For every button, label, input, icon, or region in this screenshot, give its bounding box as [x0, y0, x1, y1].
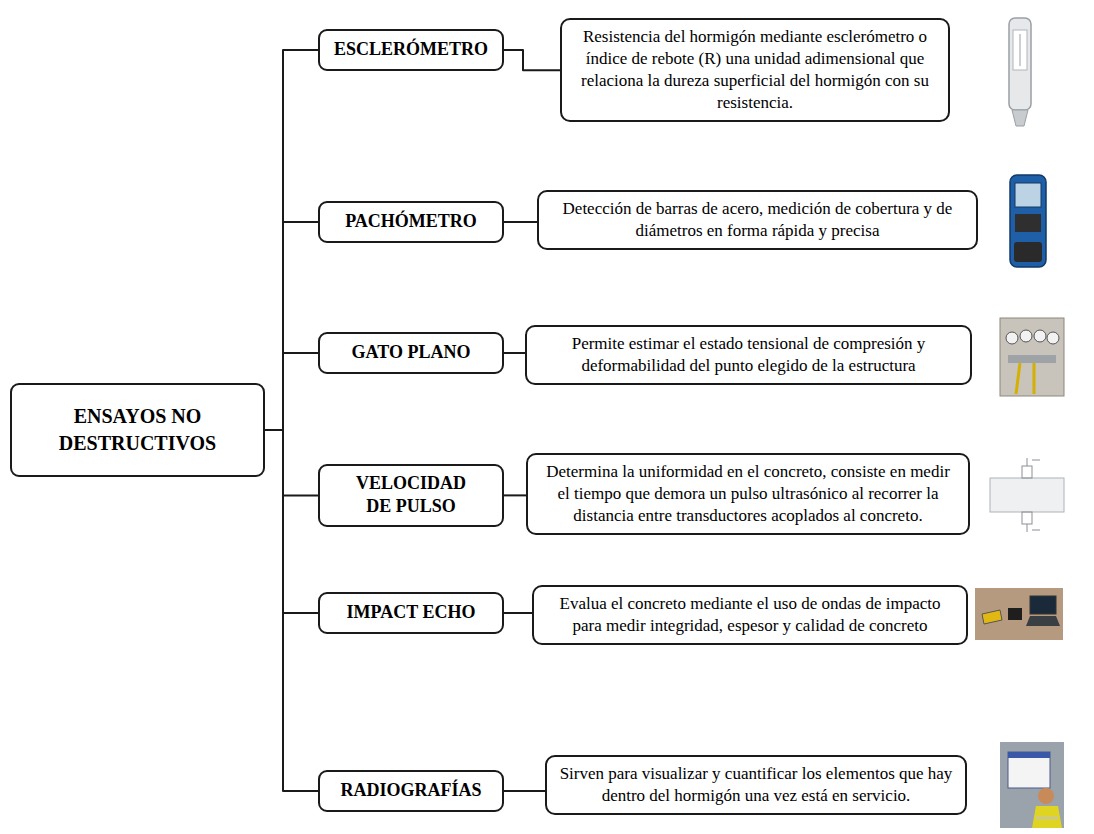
- tree-connector: [265, 353, 318, 430]
- method-name: IMPACT ECHO: [347, 601, 476, 624]
- method-name: PACHÓMETRO: [345, 210, 477, 233]
- method-name: GATO PLANO: [352, 341, 471, 364]
- description-text: Permite estimar el estado tensional de c…: [539, 333, 958, 377]
- impact-echo-picture: [975, 588, 1063, 640]
- description-text: Resistencia del hormigón mediante escler…: [574, 26, 936, 114]
- tree-connector: [265, 430, 318, 613]
- description-text: Detección de barras de acero, medición d…: [551, 198, 964, 242]
- tree-connector: [265, 430, 318, 495]
- method-box: PACHÓMETRO: [318, 201, 504, 243]
- method-name: RADIOGRAFÍAS: [340, 779, 481, 802]
- tree-connector: [504, 221, 537, 223]
- tree-connector: [504, 790, 545, 792]
- method-box: ESCLERÓMETRO: [318, 29, 504, 71]
- tree-connector: [265, 222, 318, 430]
- description-text: Sirven para visualizar y cuantificar los…: [559, 763, 953, 807]
- tree-connector: [504, 50, 560, 70]
- description-box: Sirven para visualizar y cuantificar los…: [545, 755, 967, 815]
- root-title: ENSAYOS NO DESTRUCTIVOS: [24, 403, 251, 457]
- method-box: IMPACT ECHO: [318, 592, 504, 634]
- radiography-picture: [1000, 742, 1064, 828]
- method-box: RADIOGRAFÍAS: [318, 770, 504, 812]
- root-box: ENSAYOS NO DESTRUCTIVOS: [10, 383, 265, 477]
- pulse-velocity-sketch: [990, 458, 1064, 532]
- method-box: VELOCIDAD DE PULSO: [318, 464, 504, 527]
- description-box: Resistencia del hormigón mediante escler…: [560, 18, 950, 122]
- description-text: Evalua el concreto mediante el uso de on…: [546, 593, 954, 637]
- description-box: Detección de barras de acero, medición d…: [537, 190, 978, 250]
- description-box: Permite estimar el estado tensional de c…: [525, 325, 972, 385]
- description-box: Determina la uniformidad en el concreto,…: [526, 453, 970, 535]
- tree-connector: [265, 50, 318, 430]
- method-name: VELOCIDAD DE PULSO: [350, 472, 472, 519]
- description-text: Determina la uniformidad en el concreto,…: [540, 461, 956, 527]
- method-box: GATO PLANO: [318, 332, 504, 374]
- tree-connector: [504, 612, 532, 614]
- flat-jack-picture: [1000, 318, 1064, 396]
- rebound-hammer-picture: [1009, 18, 1031, 126]
- tree-connector: [265, 430, 318, 791]
- description-box: Evalua el concreto mediante el uso de on…: [532, 585, 968, 645]
- cover-meter-picture: [1010, 175, 1046, 267]
- tree-connector: [504, 494, 526, 496]
- method-name: ESCLERÓMETRO: [334, 38, 488, 61]
- tree-connector: [504, 352, 525, 354]
